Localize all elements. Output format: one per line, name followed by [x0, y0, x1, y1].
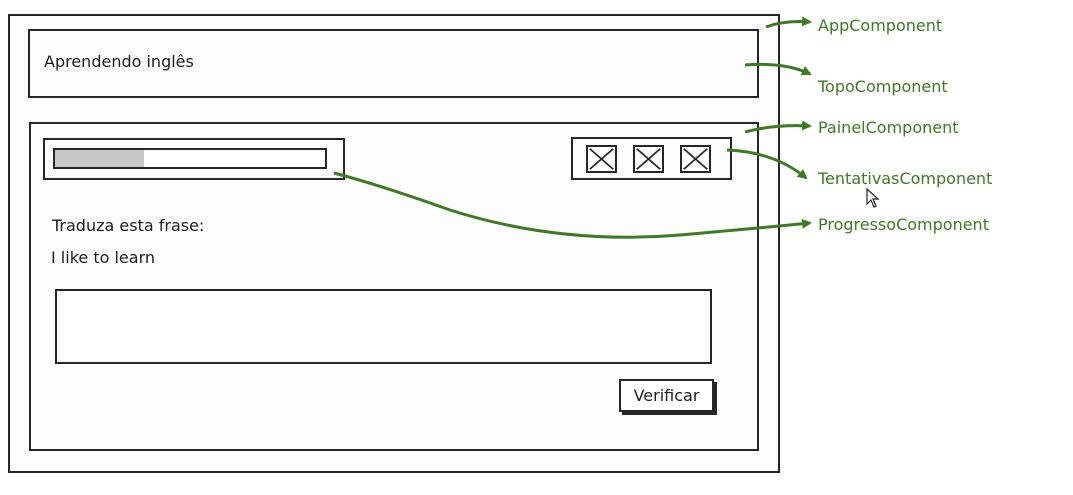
verify-button[interactable]: Verificar — [619, 379, 714, 412]
topo-component-frame: Aprendendo inglês — [28, 29, 759, 98]
attempt-heart-icon — [633, 145, 664, 173]
label-topo-component: TopoComponent — [818, 77, 948, 96]
label-app-component: AppComponent — [818, 16, 943, 35]
attempt-heart-icon — [680, 145, 711, 173]
attempt-heart-icon — [586, 145, 617, 173]
label-painel-component: PainelComponent — [818, 118, 959, 137]
mouse-pointer-icon — [866, 188, 880, 208]
instruction-text: Traduza esta frase: — [52, 216, 205, 235]
answer-textarea[interactable] — [55, 289, 712, 364]
app-title: Aprendendo inglês — [44, 52, 194, 71]
progress-bar-fill — [55, 150, 145, 167]
phrase-text: I like to learn — [51, 248, 155, 267]
label-tentativas-component: TentativasComponent — [818, 169, 993, 188]
label-progresso-component: ProgressoComponent — [818, 215, 989, 234]
progress-bar — [53, 148, 327, 169]
